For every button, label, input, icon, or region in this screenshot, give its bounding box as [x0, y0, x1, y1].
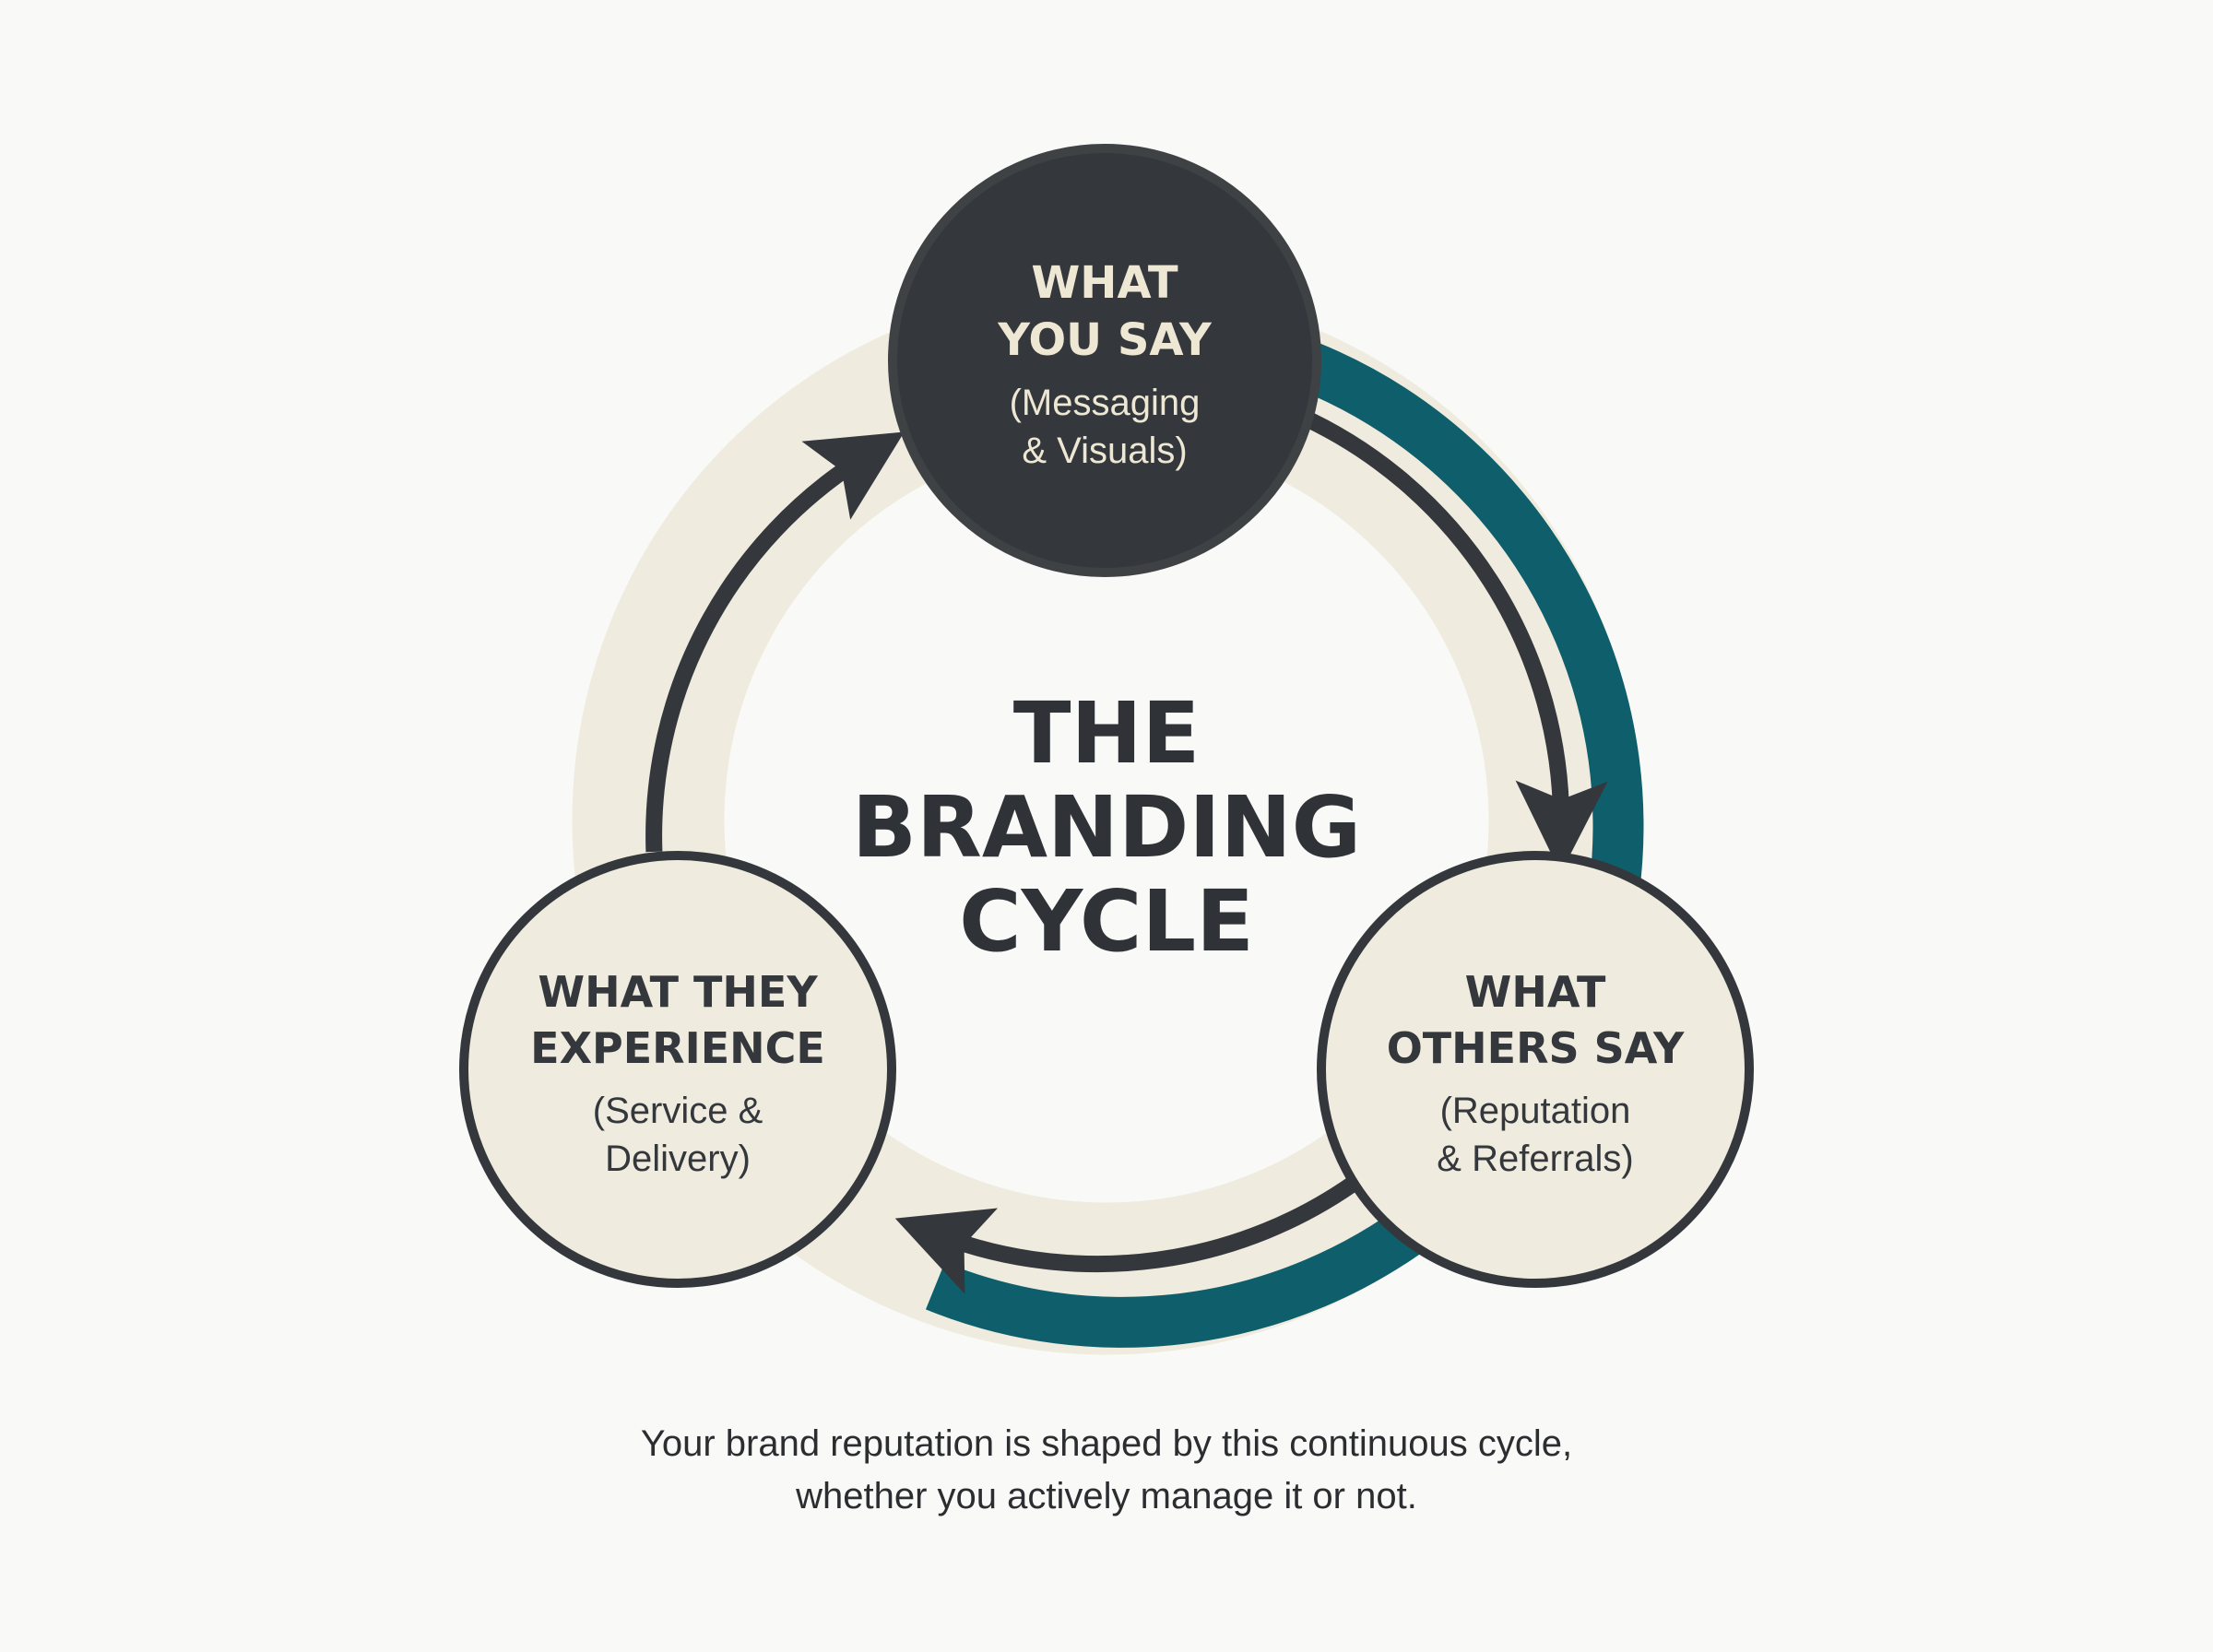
flow-arrow-say-to-others	[1293, 406, 1608, 874]
cycle-title-line-3: CYCLE	[959, 872, 1254, 971]
caption-line-2: whether you actively manage it or not.	[796, 1476, 1417, 1516]
node-what-they-experience-sub-1: (Service &	[593, 1091, 763, 1131]
node-what-others-say-sub-2: & Referrals)	[1437, 1139, 1633, 1179]
flow-arrow-experience-to-say	[645, 431, 905, 853]
caption-line-1: Your brand reputation is shaped by this …	[640, 1423, 1573, 1464]
node-what-others-say-heading-1: WHAT	[1465, 967, 1606, 1017]
node-what-you-say-heading-2: YOU SAY	[997, 314, 1213, 366]
node-what-others-say: WHAT OTHERS SAY (Reputation & Referrals)	[1317, 851, 1754, 1288]
node-what-they-experience-sub-2: Delivery)	[605, 1139, 751, 1179]
cycle-title-line-1: THE	[1013, 684, 1201, 783]
node-what-they-experience-heading-1: WHAT THEY	[538, 967, 818, 1017]
node-what-you-say: WHAT YOU SAY (Messaging & Visuals)	[888, 144, 1321, 577]
node-what-you-say-sub-2: & Visuals)	[1022, 431, 1187, 471]
node-what-others-say-sub-1: (Reputation	[1440, 1091, 1631, 1131]
node-what-they-experience-circle	[459, 851, 896, 1288]
flow-arrow-others-to-experience	[894, 1171, 1367, 1294]
node-what-you-say-circle	[888, 144, 1321, 577]
cycle-title: THE BRANDING CYCLE	[852, 684, 1361, 971]
node-what-you-say-heading-1: WHAT	[1031, 257, 1178, 309]
cycle-title-line-2: BRANDING	[852, 778, 1361, 877]
caption: Your brand reputation is shaped by this …	[369, 1418, 1844, 1523]
node-what-others-say-heading-2: OTHERS SAY	[1387, 1023, 1685, 1073]
node-what-they-experience-heading-2: EXPERIENCE	[530, 1023, 825, 1073]
node-what-they-experience: WHAT THEY EXPERIENCE (Service & Delivery…	[459, 851, 896, 1288]
node-what-you-say-sub-1: (Messaging	[1010, 383, 1201, 423]
node-what-others-say-circle	[1317, 851, 1754, 1288]
